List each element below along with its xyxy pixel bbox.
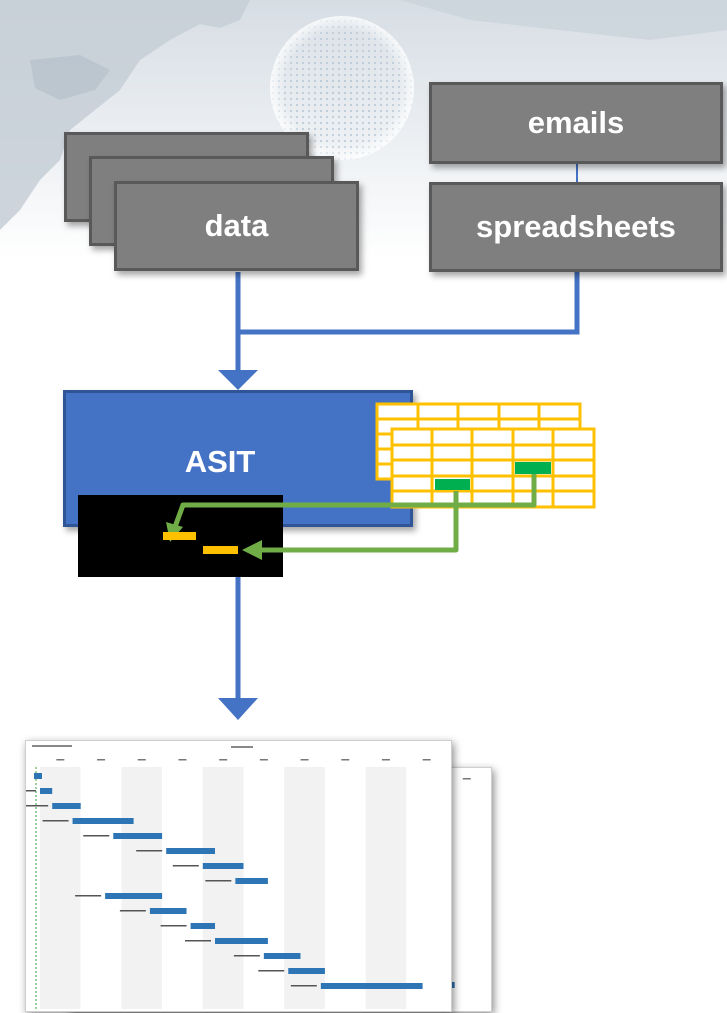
schedule-front-canvas bbox=[26, 745, 447, 1009]
gantt-column bbox=[162, 767, 203, 1009]
gantt-task-label bbox=[26, 805, 49, 807]
gantt-task-bar bbox=[320, 983, 423, 989]
mapping-arrowhead-2 bbox=[242, 540, 262, 560]
data-source-box: data bbox=[114, 181, 359, 271]
gantt-column bbox=[121, 767, 163, 1009]
gantt-header-tick bbox=[137, 759, 146, 761]
gantt-column bbox=[446, 786, 487, 1009]
highlight-cell-1 bbox=[515, 462, 551, 474]
gantt-task-label bbox=[42, 820, 69, 822]
emails-box: emails bbox=[429, 82, 723, 164]
gantt-header-tick bbox=[300, 759, 309, 761]
gantt-task-bar bbox=[72, 818, 134, 824]
gantt-header-tick bbox=[259, 759, 268, 761]
gantt-task-bar bbox=[235, 878, 268, 884]
gantt-task-bar bbox=[166, 848, 216, 854]
gantt-task-bar bbox=[52, 803, 81, 809]
gantt-task-label bbox=[233, 955, 260, 957]
mapped-field-2 bbox=[203, 546, 238, 554]
gantt-header-tick bbox=[381, 759, 390, 761]
gantt-column bbox=[406, 767, 447, 1009]
schedule-arrowhead bbox=[218, 698, 258, 720]
gantt-task-bar bbox=[40, 788, 53, 794]
mapped-field-1 bbox=[163, 532, 196, 540]
gantt-task-bar bbox=[113, 833, 163, 839]
gantt-task-bar bbox=[202, 863, 244, 869]
gantt-column bbox=[365, 767, 407, 1009]
spreadsheets-to-merge-connector bbox=[238, 272, 580, 335]
gantt-task-bar bbox=[105, 893, 163, 899]
gantt-column bbox=[202, 767, 244, 1009]
gantt-header-tick bbox=[422, 759, 431, 761]
gantt-task-bar bbox=[288, 968, 325, 974]
land-detail-2 bbox=[400, 0, 727, 40]
asit-arrowhead bbox=[218, 370, 258, 390]
asit-label: ASIT bbox=[184, 444, 256, 479]
gantt-task-bar bbox=[263, 953, 301, 959]
schedule-document-front bbox=[25, 740, 452, 1012]
gantt-column bbox=[324, 767, 366, 1009]
gantt-header-tick bbox=[462, 778, 471, 780]
gantt-task-label bbox=[26, 790, 36, 792]
spreadsheets-label: spreadsheets bbox=[476, 209, 676, 244]
mapping-arrow-1 bbox=[172, 474, 537, 528]
land-detail bbox=[30, 55, 110, 100]
gantt-column bbox=[80, 767, 122, 1009]
gantt-task-label bbox=[136, 850, 163, 852]
table-front bbox=[390, 427, 596, 509]
gantt-task-label bbox=[83, 835, 110, 837]
gantt-header-text bbox=[231, 746, 253, 748]
gantt-task-label bbox=[119, 910, 146, 912]
emails-label: emails bbox=[527, 105, 625, 140]
gantt-task-label bbox=[160, 925, 187, 927]
gantt-task-label bbox=[172, 865, 199, 867]
gantt-task-label bbox=[185, 940, 212, 942]
gantt-task-bar bbox=[149, 908, 187, 914]
spreadsheets-box: spreadsheets bbox=[429, 182, 723, 272]
highlight-cell-2 bbox=[435, 479, 470, 490]
globe-fade bbox=[270, 16, 414, 160]
gantt-title-text bbox=[32, 745, 72, 747]
gantt-task-label bbox=[205, 880, 232, 882]
gantt-task-label bbox=[258, 970, 285, 972]
gantt-header-tick bbox=[219, 759, 228, 761]
gantt-header-tick bbox=[341, 759, 350, 761]
mapping-arrow-2 bbox=[258, 491, 459, 553]
gantt-task-bar bbox=[215, 938, 268, 944]
gantt-header-tick bbox=[97, 759, 106, 761]
gantt-header-tick bbox=[178, 759, 187, 761]
gantt-column bbox=[243, 767, 285, 1009]
data-label: data bbox=[204, 208, 269, 243]
gantt-task-label bbox=[290, 985, 317, 987]
gantt-header-tick bbox=[56, 759, 65, 761]
gantt-summary-bar bbox=[34, 773, 42, 779]
gantt-task-bar bbox=[190, 923, 216, 929]
gantt-task-label bbox=[75, 895, 102, 897]
